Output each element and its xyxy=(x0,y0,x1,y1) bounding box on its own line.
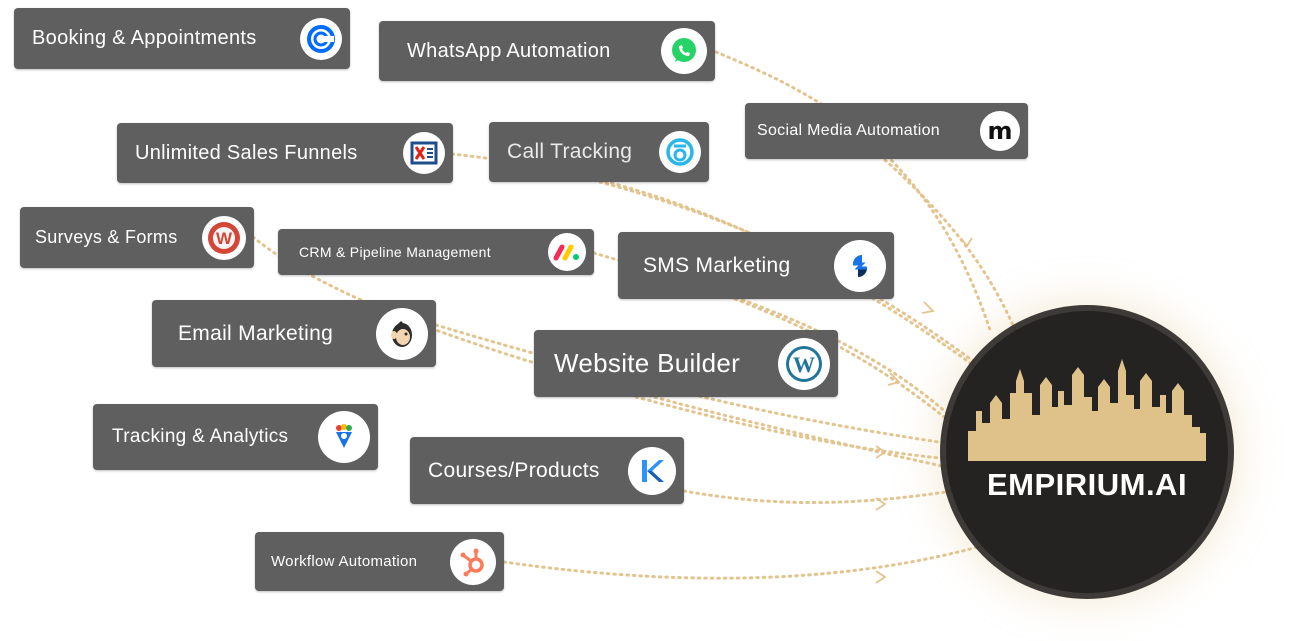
monday-icon xyxy=(548,233,586,271)
feature-label: Unlimited Sales Funnels xyxy=(135,141,358,164)
whatsapp-icon xyxy=(661,28,707,74)
feature-label: Website Builder xyxy=(554,348,741,378)
arrowhead xyxy=(887,372,901,386)
feature-social: Social Media Automation m xyxy=(745,103,1028,159)
feature-label: Booking & Appointments xyxy=(32,27,257,49)
calendly-icon xyxy=(300,17,342,60)
wordpress-icon: W xyxy=(778,337,830,390)
feature-label: Courses/Products xyxy=(428,458,600,482)
kajabi-icon xyxy=(628,446,676,495)
feature-label: CRM & Pipeline Management xyxy=(299,244,491,260)
connector-sms xyxy=(733,297,962,432)
empirium-hub: EMPIRIUM.AI xyxy=(946,311,1228,593)
feature-email: Email Marketing xyxy=(152,300,436,367)
arrowhead xyxy=(875,445,887,459)
feature-booking: Booking & Appointments xyxy=(14,8,350,69)
clickfunnels-icon xyxy=(403,132,445,174)
call-tracking-icon xyxy=(659,131,701,173)
feature-label: SMS Marketing xyxy=(643,253,791,277)
connector-website xyxy=(634,395,962,462)
feature-label: Surveys & Forms xyxy=(35,227,178,247)
sms-brand-icon xyxy=(834,239,886,292)
feature-crm: CRM & Pipeline Management xyxy=(278,229,594,275)
feature-tracking: Tracking & Analytics xyxy=(93,404,378,470)
feature-label: Social Media Automation xyxy=(757,122,941,139)
arrowhead xyxy=(921,301,935,314)
arrowhead xyxy=(875,497,887,511)
feature-label: WhatsApp Automation xyxy=(407,39,611,62)
feature-label: Call Tracking xyxy=(507,140,633,163)
feature-workflow: Workflow Automation xyxy=(255,532,504,591)
feature-sms: SMS Marketing xyxy=(618,232,894,299)
feature-surveys: Surveys & Forms W xyxy=(20,207,254,268)
feature-label: Workflow Automation xyxy=(271,553,418,570)
feature-funnels: Unlimited Sales Funnels xyxy=(117,123,453,183)
brand-name: EMPIRIUM.AI xyxy=(986,467,1188,502)
connector-social xyxy=(883,158,1017,332)
svg-text:W: W xyxy=(793,352,815,377)
city-skyline-icon xyxy=(968,359,1206,461)
feature-whatsapp: WhatsApp Automation xyxy=(379,21,715,81)
feature-website: Website Builder W xyxy=(534,330,838,397)
arrowhead xyxy=(875,570,887,584)
analytics-icon xyxy=(318,411,370,463)
hubspot-icon xyxy=(450,538,496,585)
feature-calltracking: Call Tracking xyxy=(489,122,709,182)
wufoo-icon: W xyxy=(202,215,246,260)
meta-m-icon: m xyxy=(980,111,1020,151)
mailchimp-icon xyxy=(376,307,428,360)
connector-workflow xyxy=(502,543,987,580)
feature-label: Email Marketing xyxy=(178,321,334,345)
feature-label: Tracking & Analytics xyxy=(112,426,289,447)
arrowhead xyxy=(960,237,973,248)
svg-text:W: W xyxy=(216,229,233,248)
feature-courses: Courses/Products xyxy=(410,437,684,504)
connector-courses xyxy=(682,488,962,505)
